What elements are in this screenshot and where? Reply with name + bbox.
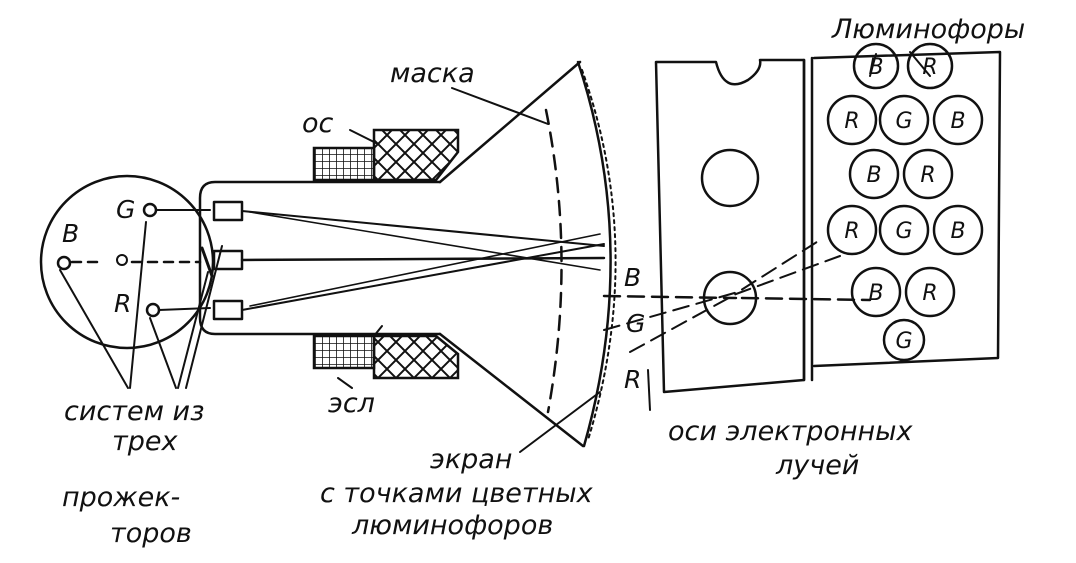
mask-edge	[802, 56, 814, 382]
phosphors-label: Люминофоры	[831, 14, 1025, 45]
guns-caption-line4: торов	[110, 518, 192, 549]
detail-beam-r	[629, 255, 841, 353]
gun-letter-g: G	[116, 195, 135, 224]
screen-caption-line2: с точками цветных	[320, 478, 594, 509]
screen-caption-line1: экран	[430, 444, 512, 475]
gun-base-end-view: B G R	[39, 174, 223, 389]
tube-funnel	[438, 60, 617, 448]
guns-caption-line3: прожек-	[62, 482, 180, 513]
beam-r	[241, 243, 605, 311]
phosphor-dot	[932, 204, 984, 256]
mask-label: маска	[390, 58, 475, 89]
convergence-system-label: эсл	[328, 388, 375, 419]
pointer-line-4	[177, 271, 209, 389]
beam-g	[241, 210, 605, 247]
gun-g-dot	[142, 202, 158, 218]
gun-letter-b: B	[62, 219, 79, 248]
beam-letter-r: R	[624, 365, 641, 394]
phosphor-dot	[850, 266, 902, 318]
beam-cross-1	[249, 211, 601, 271]
beam-axes-caption-line2: лучей	[775, 450, 859, 481]
phosphor-dot-label: B	[950, 109, 965, 134]
pointer-line-2	[129, 221, 147, 389]
phosphor-dot-label: B	[868, 55, 883, 80]
pointer-line-3	[149, 317, 177, 389]
convergence-magnets	[312, 146, 376, 370]
phosphor-dot	[932, 94, 984, 146]
phosphor-dot-label: R	[844, 219, 859, 244]
phosphor-dot-label: B	[866, 163, 881, 188]
phosphor-dot	[826, 204, 878, 256]
phosphor-dot-label: B	[868, 281, 883, 306]
mask-plate	[654, 58, 806, 394]
detail-beam-g	[603, 239, 821, 331]
screen-face	[576, 60, 612, 448]
phosphor-dot-label: R	[922, 55, 937, 80]
phosphor-dot	[852, 42, 900, 90]
mask-leader	[451, 87, 549, 125]
phosphor-dot-label: R	[920, 163, 935, 188]
phosphor-dot	[878, 204, 930, 256]
guns-caption-line2: трех	[112, 426, 178, 457]
shadow-mask	[544, 108, 563, 414]
beam-axes-caption-line1: оси электронных	[668, 416, 913, 447]
phosphor-dot	[878, 94, 930, 146]
phosphor-dot	[906, 42, 954, 90]
phosphor-dots-layer	[581, 69, 617, 441]
center-mark	[200, 246, 214, 278]
gun-b-dot	[56, 255, 72, 271]
phosphor-dot-label: G	[895, 329, 912, 354]
screen-leader	[519, 391, 601, 453]
phosphor-dot-label: G	[895, 109, 912, 134]
screen-caption-line3: люминофоров	[351, 510, 553, 541]
esl-leader	[337, 325, 383, 389]
deflection-coils	[372, 128, 460, 380]
beam-letter-b: B	[624, 263, 641, 292]
phosphor-plate	[812, 50, 1002, 368]
phosphor-dot	[882, 318, 926, 362]
phosphor-dot	[902, 148, 954, 200]
detail-beam-b	[602, 294, 872, 302]
pointer-line-5	[185, 245, 223, 389]
gun-cathode-r	[212, 299, 244, 321]
guns-caption-line1: систем из	[64, 396, 204, 427]
phosphor-dot	[848, 148, 900, 200]
os-leader	[349, 129, 379, 145]
convergence-bottom	[312, 334, 376, 370]
mask-detail: B G R	[602, 50, 1002, 411]
phosphor-dot-label: G	[895, 219, 912, 244]
phosphor-dot-label: B	[950, 219, 965, 244]
phosphor-dot	[904, 266, 956, 318]
beam-letter-g: G	[626, 309, 645, 338]
gun-letter-r: R	[114, 289, 131, 318]
deflection-coil-bottom	[372, 334, 460, 380]
convergence-top	[312, 146, 376, 182]
tube-axis-dot	[116, 254, 128, 266]
beam-r-tick	[647, 369, 651, 411]
phosphor-dot-label: R	[922, 281, 937, 306]
deflection-system-label: ос	[302, 108, 334, 139]
phosphor-dot	[826, 94, 878, 146]
gun-r-lead	[158, 307, 211, 311]
gun-r-dot	[145, 302, 161, 318]
mask-hole-upper	[700, 148, 760, 208]
beam-b	[240, 256, 606, 262]
deflection-coil-top	[372, 128, 460, 182]
electron-beams	[240, 210, 606, 311]
pointer-line-1	[59, 269, 129, 389]
gun-cathode-g	[212, 200, 244, 222]
beam-cross-2	[249, 233, 601, 307]
phosphor-dot-label: R	[844, 109, 859, 134]
